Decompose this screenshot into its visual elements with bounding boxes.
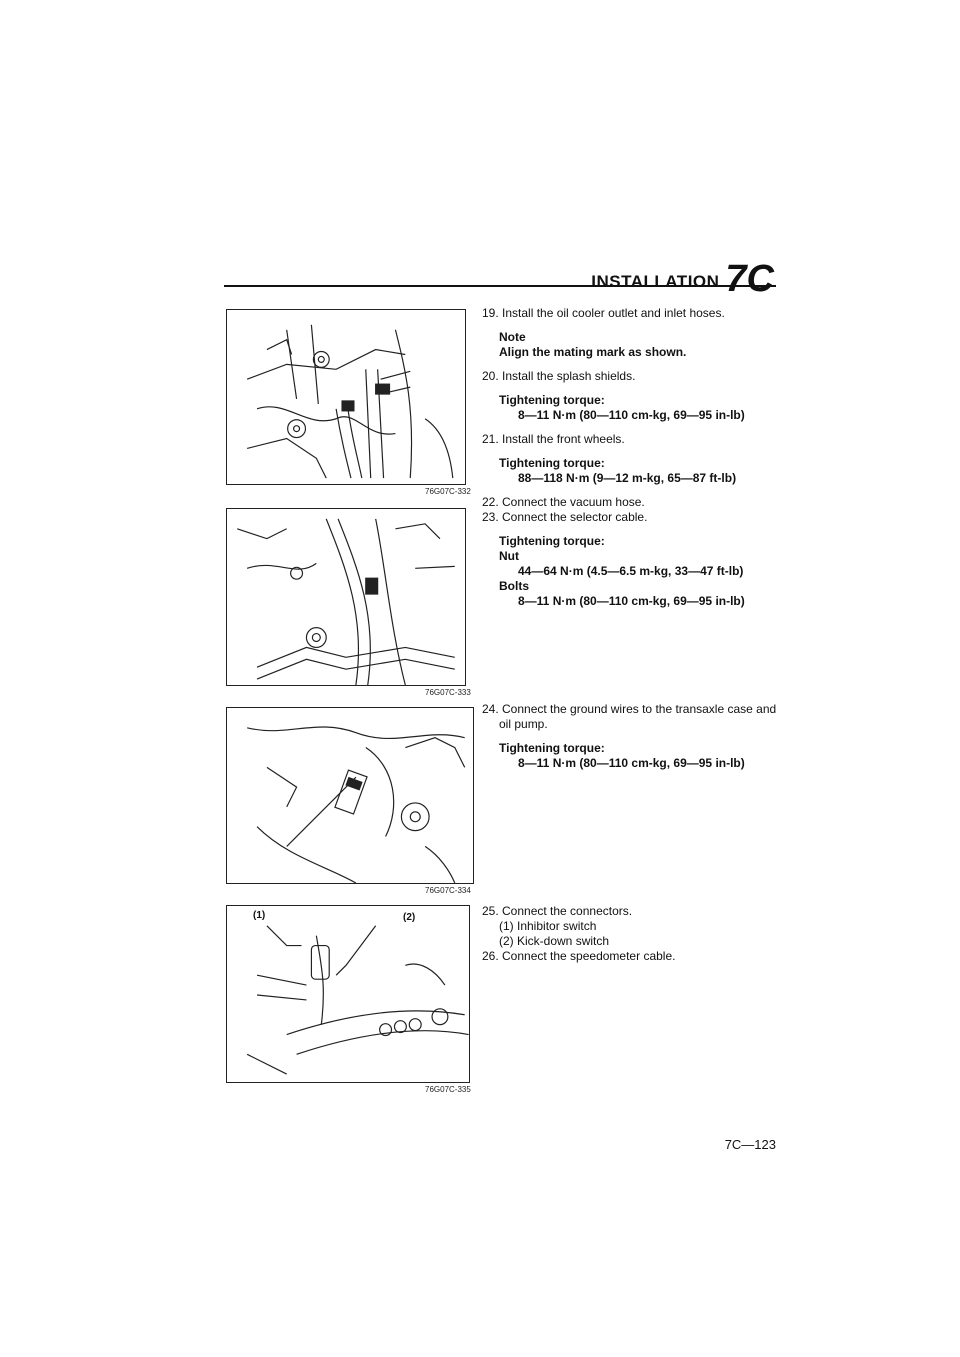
step-24: 24. Connect the ground wires to the tran… <box>482 702 777 716</box>
step-25-item-2: (2) Kick-down switch <box>499 934 610 948</box>
page-number: 7C—123 <box>724 1137 776 1152</box>
figure-caption: 76G07C-334 <box>425 886 471 895</box>
step-21: 21. Install the front wheels. <box>482 432 625 446</box>
callout-1: (1) <box>253 910 266 921</box>
steps-25-26: 25. Connect the connectors. (1) Inhibito… <box>482 904 772 964</box>
step-19: 19. Install the oil cooler outlet and in… <box>482 306 725 320</box>
header-divider <box>224 285 776 287</box>
torque-value: 8—11 N·m (80—110 cm-kg, 69—95 in-lb) <box>518 756 745 770</box>
step-25-item-1: (1) Inhibitor switch <box>499 919 597 933</box>
torque-value: 88—118 N·m (9—12 m-kg, 65—87 ft-lb) <box>518 471 737 485</box>
nut-torque-value: 44—64 N·m (4.5—6.5 m-kg, 33—47 ft-lb) <box>518 564 744 578</box>
step-22: 22. Connect the vacuum hose. <box>482 495 645 509</box>
step-20: 20. Install the splash shields. <box>482 369 636 383</box>
step-25: 25. Connect the connectors. <box>482 904 633 918</box>
section-title: INSTALLATION <box>591 272 720 291</box>
step-23: 23. Connect the selector cable. <box>482 510 648 524</box>
figure-oil-cooler-hoses <box>226 309 466 485</box>
bolts-torque-value: 8—11 N·m (80—110 cm-kg, 69—95 in-lb) <box>518 594 745 608</box>
section-header: INSTALLATION 7C <box>591 258 774 301</box>
callout-2: (2) <box>403 912 416 923</box>
torque-value: 8—11 N·m (80—110 cm-kg, 69—95 in-lb) <box>518 408 745 422</box>
step-24-block: 24. Connect the ground wires to the tran… <box>482 702 782 771</box>
torque-label: Tightening torque: <box>499 393 605 407</box>
torque-label: Tightening torque: <box>499 456 605 470</box>
steps-19-23: 19. Install the oil cooler outlet and in… <box>482 306 772 609</box>
figure-caption: 76G07C-332 <box>425 487 471 496</box>
note-label: Note <box>499 330 526 344</box>
figure-caption: 76G07C-335 <box>425 1085 471 1094</box>
figure-ground-wires <box>226 707 474 884</box>
figure-vacuum-hose-selector-cable <box>226 508 466 686</box>
torque-label: Tightening torque: <box>499 741 605 755</box>
note-text: Align the mating mark as shown. <box>499 345 687 359</box>
nut-label: Nut <box>499 549 519 563</box>
figure-caption: 76G07C-333 <box>425 688 471 697</box>
section-code: 7C <box>725 258 774 300</box>
step-24-cont: oil pump. <box>499 717 548 731</box>
step-26: 26. Connect the speedometer cable. <box>482 949 676 963</box>
bolts-label: Bolts <box>499 579 529 593</box>
figure-connectors: (1) (2) <box>226 905 470 1083</box>
torque-label: Tightening torque: <box>499 534 605 548</box>
